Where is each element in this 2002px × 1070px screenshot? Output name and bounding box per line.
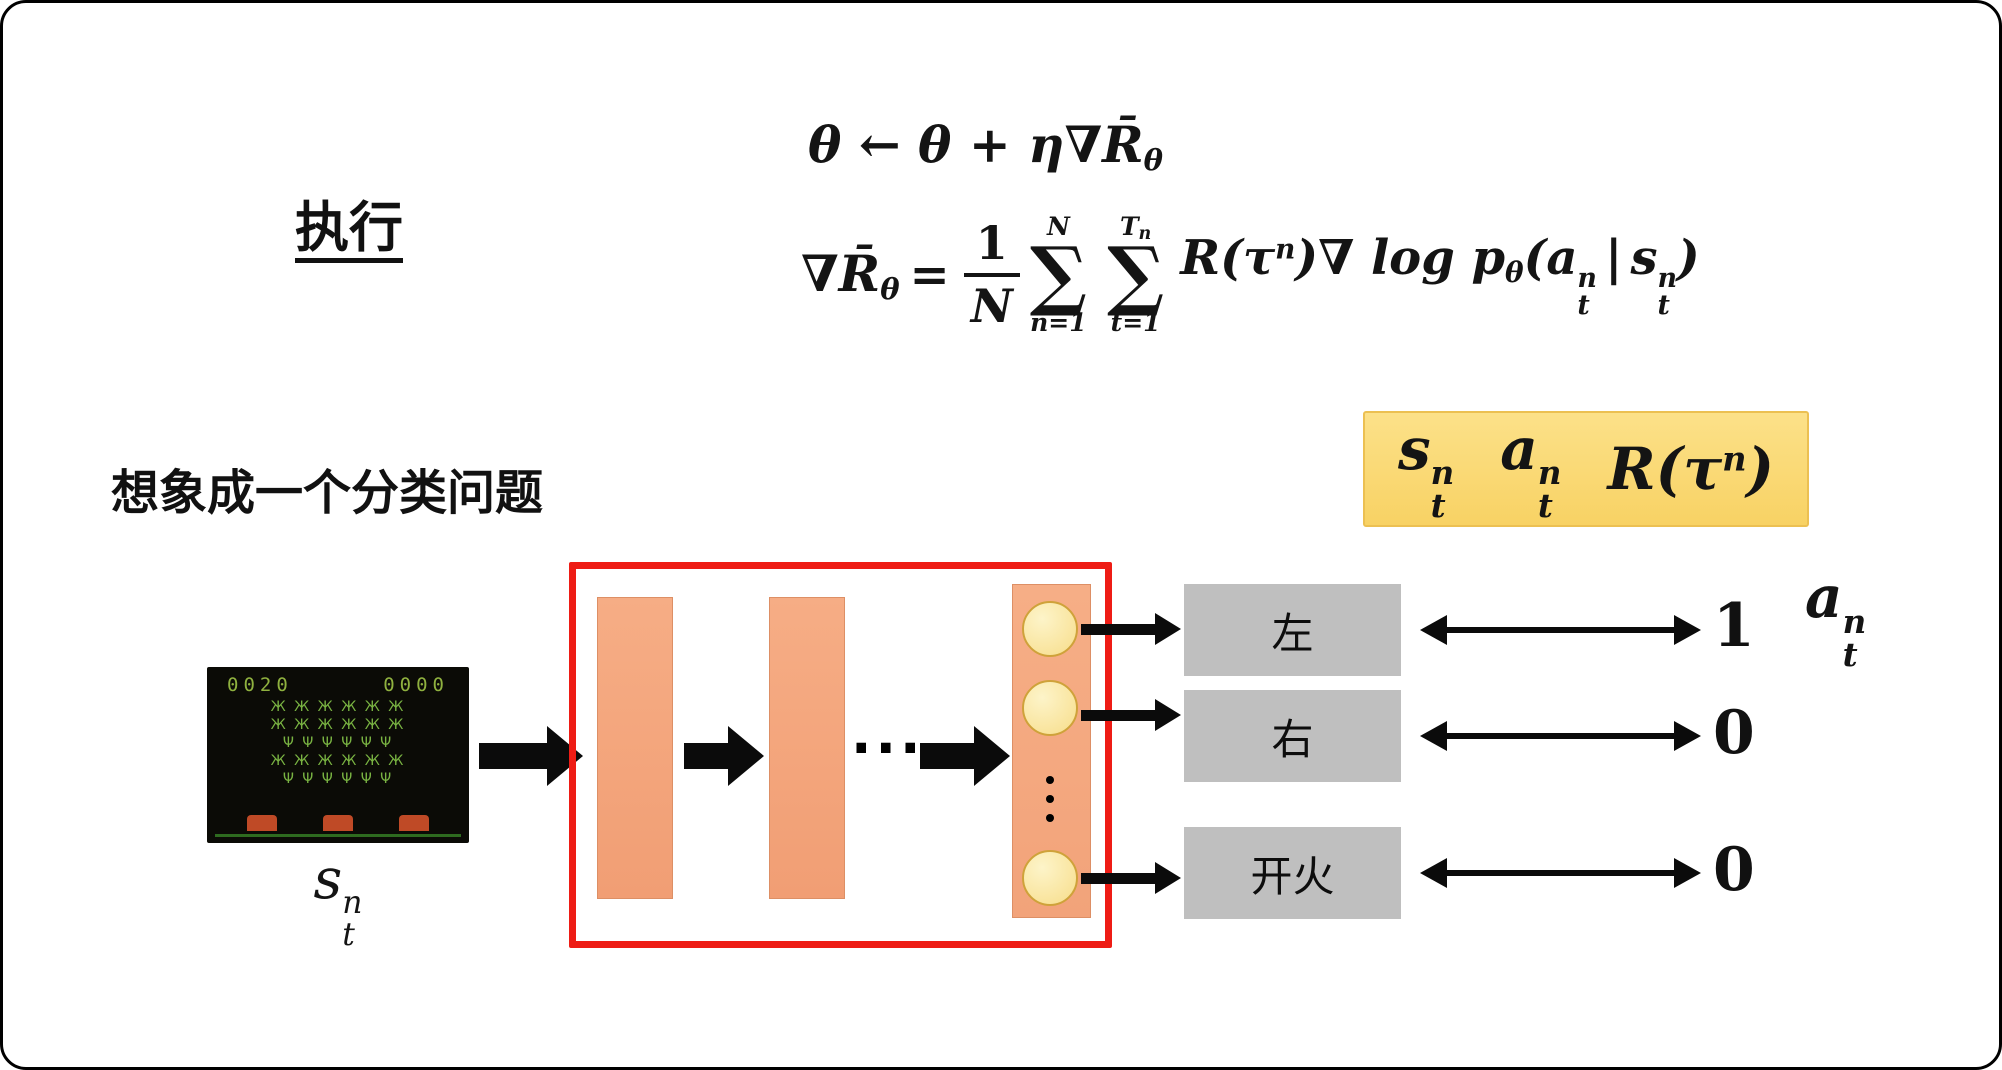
target-value: 0 [1713,835,1755,905]
update-rule-subscript: θ [1143,143,1164,178]
ground-line [215,834,461,837]
reward-symbol: R(τn) [1607,435,1775,503]
arrow-right-icon [920,726,1010,786]
hidden-layer-1 [597,597,673,899]
target-value: 0 [1713,698,1755,768]
double-arrow-icon [1420,858,1701,888]
alien-row: Ψ Ψ Ψ Ψ Ψ Ψ [282,734,394,751]
fraction-bar [963,272,1020,277]
action-box-right: 右 [1184,690,1401,782]
alien-row: Ψ Ψ Ψ Ψ Ψ Ψ [282,770,394,787]
neuron-icon [1022,680,1078,736]
double-arrow-icon [1420,721,1701,751]
alien-row: Ж Ж Ж Ж Ж Ж [270,699,406,715]
game-score: 0020 0000 [207,667,469,696]
ellipsis-icon: ··· [851,717,925,780]
vertical-ellipsis-icon [1046,776,1054,822]
alien-grid: Ж Ж Ж Ж Ж Ж Ж Ж Ж Ж Ж Ж Ψ Ψ Ψ Ψ Ψ Ψ Ж Ж … [207,699,469,789]
game-screenshot: 0020 0000 Ж Ж Ж Ж Ж Ж Ж Ж Ж Ж Ж Ж Ψ Ψ Ψ … [207,667,469,843]
shield-icon [399,815,429,831]
update-rule-main: θ ← θ + η∇R̄ [808,115,1144,174]
shield-icon [247,815,277,831]
arrow-right-icon [1081,862,1181,894]
neuron-icon [1022,850,1078,906]
sigma-icon: ∑ [1029,229,1087,319]
equals-sign: = [909,246,950,303]
neuron-icon [1022,601,1078,657]
sigma-icon: ∑ [1107,229,1165,319]
sum-over-n: N ∑ n=1 [1029,212,1087,337]
shield-icon [323,815,353,831]
hidden-layer-2 [769,597,845,899]
target-value: 1 [1713,591,1755,661]
arrow-right-icon [684,726,764,786]
arrow-right-icon [1081,699,1181,731]
arrow-right-icon [479,726,583,786]
gradient-lhs: ∇R̄θ [801,243,900,306]
score-left: 0020 [227,674,293,696]
page-title: 执行 [295,196,403,259]
action-box-fire: 开火 [1184,827,1401,919]
score-right: 0000 [383,674,449,696]
fraction-one-over-N: 1 N [963,219,1020,330]
alien-row: Ж Ж Ж Ж Ж Ж [270,752,406,769]
arrow-right-icon [1081,613,1181,645]
double-arrow-icon [1420,615,1701,645]
alien-row: Ж Ж Ж Ж Ж Ж [270,716,406,733]
classification-note: 想象成一个分类问题 [111,465,544,521]
update-rule-formula: θ ← θ + η∇R̄θ [808,115,1163,177]
network-red-box [569,562,1112,948]
action-box-left: 左 [1184,584,1401,676]
shields-row [247,815,429,831]
